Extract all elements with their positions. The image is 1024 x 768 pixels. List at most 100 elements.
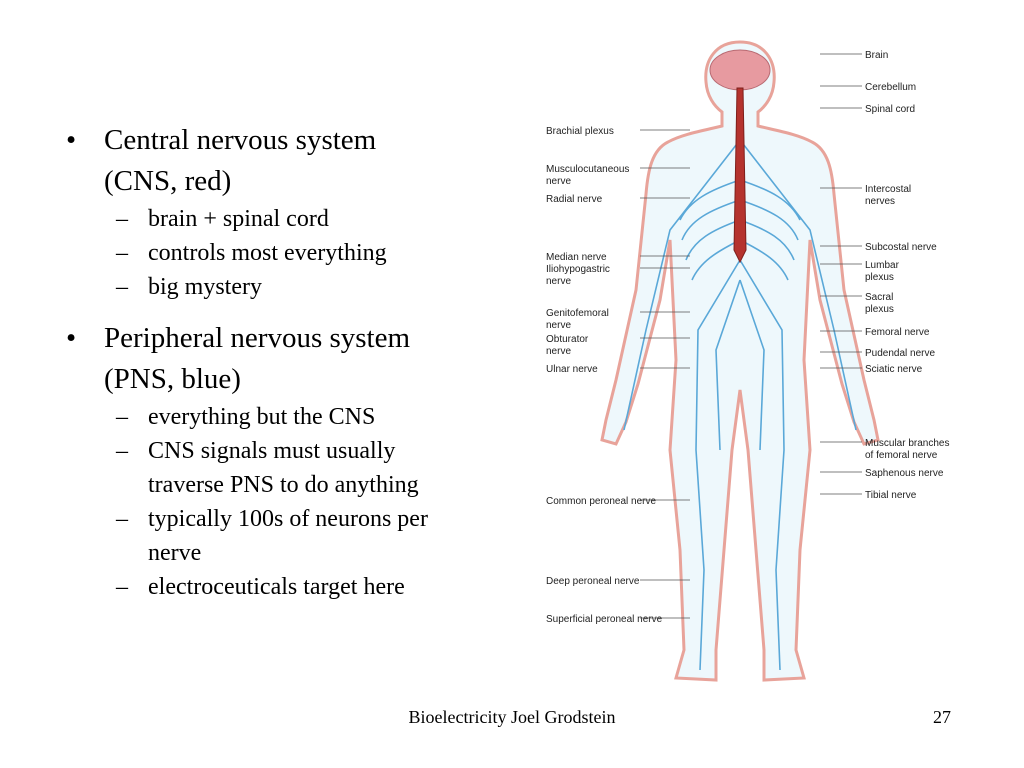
figure-label-line: Median nerve [546,252,607,263]
sub-bullet-text-line: big mystery [148,274,262,300]
dash-glyph: – [116,240,128,266]
figure-label: Superficial peroneal nerve [546,614,663,625]
bullet-item: • Central nervous system (CNS, red) [60,120,500,202]
figure-label-line: Deep peroneal nerve [546,576,640,587]
figure-label-line: Radial nerve [546,194,603,205]
figure-label-line: plexus [865,304,894,315]
sub-bullet-item: –typically 100s of neurons per nerve [60,502,500,570]
figure-label-line: Brachial plexus [546,126,614,137]
figure-label-line: Ulnar nerve [546,364,598,375]
figure-label-line: Superficial peroneal nerve [546,614,663,625]
figure-label-line: Muscular branches [865,438,949,449]
figure-label-line: Sciatic nerve [865,364,923,375]
sub-bullet-item: –controls most everything [60,236,500,270]
sub-bullet-text-line: brain + spinal cord [148,206,329,232]
figure-label: Spinal cord [865,104,915,115]
nerve-line [739,139,857,431]
bullet-text-line: Central nervous system [104,124,377,156]
bullet-text-line: Peripheral nervous system [104,322,411,354]
figure-label-line: Genitofemoral [546,308,609,319]
dash-glyph: – [116,506,128,532]
sub-bullet-text-line: controls most everything [148,240,387,266]
nerve-line [685,219,741,261]
figure-label-line: Tibial nerve [865,490,917,501]
bullet-text-line: (CNS, red) [104,165,232,197]
sub-bullet-item: –brain + spinal cord [60,202,500,236]
spinal-cord-shape [733,87,747,264]
dash-glyph: – [116,404,128,430]
figure-label-line: nerve [546,176,571,187]
nerve-line [739,279,765,451]
bullet-glyph: • [66,322,77,354]
figure-label: Brachial plexus [546,126,614,137]
nerve-line [623,139,741,431]
figure-label-line: Subcostal nerve [865,242,937,253]
bullet-list: •Central nervous system(CNS, red)–brain … [60,120,500,604]
sub-bullet-item: –electroceuticals target here [60,570,500,604]
bullet-glyph: • [66,124,77,156]
figure-label-line: Lumbar [865,260,900,271]
figure-label-line: Intercostal [865,184,911,195]
footer-title: Bioelectricity Joel Grodstein [408,707,616,727]
nerve-line [715,279,741,451]
dash-glyph: – [116,206,128,232]
figure-label: Ulnar nerve [546,364,598,375]
dash-glyph: – [116,574,128,600]
figure-label-line: plexus [865,272,894,283]
sub-bullet-text-line: everything but the CNS [148,404,376,430]
page-number: 27 [933,707,951,727]
nerve-line [739,239,789,281]
figure-label: Brain [865,50,888,61]
figure-label-line: Pudendal nerve [865,348,935,359]
sub-bullet-text-line: CNS signals must usually [148,438,396,464]
figure-label-line: of femoral nerve [865,450,938,461]
figure-label: Median nerve [546,252,607,263]
figure-label-line: nerve [546,346,571,357]
figure-label: Femoral nerve [865,327,930,338]
figure-label: Radial nerve [546,194,603,205]
figure-label-line: Femoral nerve [865,327,930,338]
sub-bullet-text-line: nerve [148,540,202,566]
sub-bullet-item: –everything but the CNS [60,400,500,434]
dash-glyph: – [116,274,128,300]
bullet-gap [60,304,500,318]
figure-label: Tibial nerve [865,490,917,501]
figure-label-line: Brain [865,50,888,61]
nerve-line [739,179,801,221]
dash-glyph: – [116,438,128,464]
figure-label: Sciatic nerve [865,364,923,375]
figure-label-line: Spinal cord [865,104,915,115]
figure-label: Pudendal nerve [865,348,935,359]
figure-label-line: nerve [546,276,571,287]
figure-label-line: Saphenous nerve [865,468,944,479]
nerve-line [679,179,741,221]
figure-label-line: nerves [865,196,895,207]
figure-label-line: Cerebellum [865,82,916,93]
figure-label: Saphenous nerve [865,468,944,479]
figure-label: Deep peroneal nerve [546,576,640,587]
nerve-line [739,259,785,671]
nerve-line [681,199,741,241]
sub-bullet-text-line: electroceuticals target here [148,574,405,600]
bullet-item: • Peripheral nervous system (PNS, blue) [60,318,500,400]
nerve-line [739,219,795,261]
nerve-line [691,239,741,281]
sub-bullet-text-line: typically 100s of neurons per [148,506,428,532]
nerve-line [739,199,799,241]
figure-label-line: Obturator [546,334,589,345]
bullet-text-line: (PNS, blue) [104,363,241,395]
figure-label-line: Musculocutaneous [546,164,629,175]
body-outline [600,40,880,682]
